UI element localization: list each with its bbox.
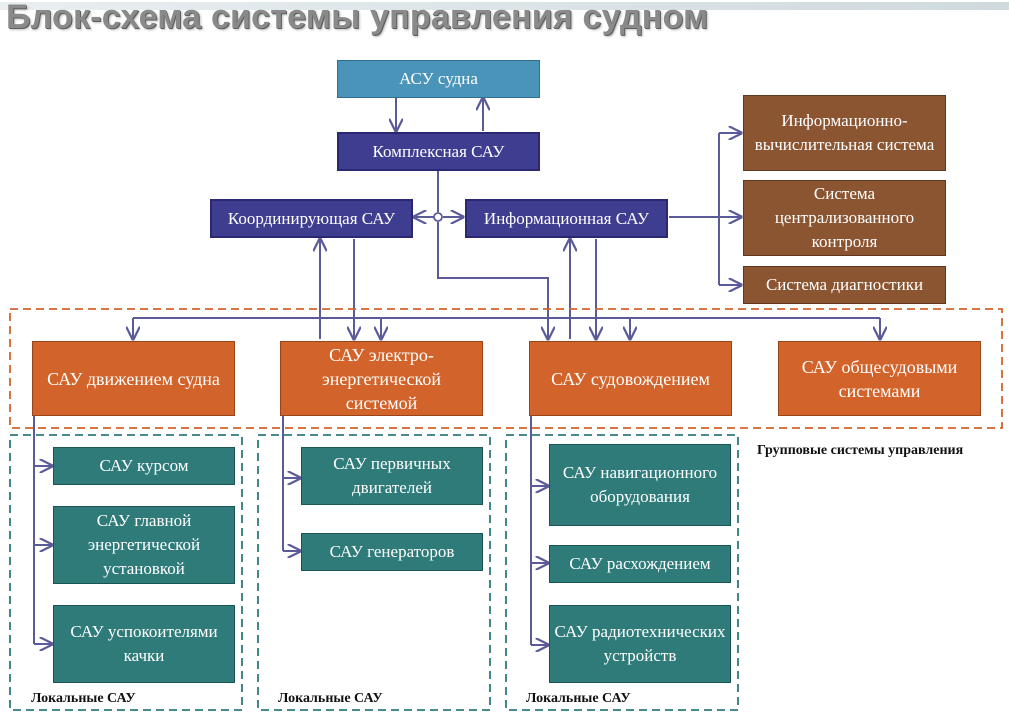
general-systems-sau-box: САУ общесудовыми системами <box>778 341 981 416</box>
local-sau-label-3: Локальные САУ <box>526 691 631 706</box>
hub-node <box>433 212 443 222</box>
navigation-sau-box: САУ судовождением <box>529 341 732 416</box>
local-sau-label-2: Локальные САУ <box>278 691 383 706</box>
local-sau-label-1: Локальные САУ <box>31 691 136 706</box>
group-systems-label: Групповые системы управления <box>757 443 964 458</box>
information-sau-box: Информационная САУ <box>465 199 668 238</box>
local-region-nav <box>505 434 739 711</box>
line-hub-to-nav <box>437 222 548 339</box>
divergence-sau-box: САУ расхождением <box>549 545 731 583</box>
stabilizers-sau-box: САУ успокоителями качки <box>53 605 235 683</box>
central-control-system-box: Система централизованного контроля <box>743 180 946 256</box>
page-title: Блок-схема системы управления судном <box>6 0 709 36</box>
motion-sau-box: САУ движением судна <box>32 341 235 416</box>
diagnostics-system-box: Система диагностики <box>743 266 946 304</box>
prime-movers-sau-box: САУ первичных двигателей <box>301 447 483 505</box>
group-systems-region <box>9 308 1003 429</box>
electro-sau-box: САУ электро-энергетической системой <box>280 341 483 416</box>
coordinating-sau-box: Координирующая САУ <box>210 199 413 238</box>
radio-devices-sau-box: САУ радиотехнических устройств <box>549 605 731 683</box>
local-region-motion <box>9 434 243 711</box>
complex-sau-box: Комплексная САУ <box>337 132 540 171</box>
course-sau-box: САУ курсом <box>53 447 235 485</box>
nav-equipment-sau-box: САУ навигационного оборудования <box>549 444 731 526</box>
info-computing-system-box: Информационно-вычислительная система <box>743 95 946 171</box>
local-region-electro <box>257 434 491 711</box>
main-power-sau-box: САУ главной энергетической установкой <box>53 506 235 584</box>
asu-box: АСУ судна <box>337 60 540 98</box>
generators-sau-box: САУ генераторов <box>301 533 483 571</box>
